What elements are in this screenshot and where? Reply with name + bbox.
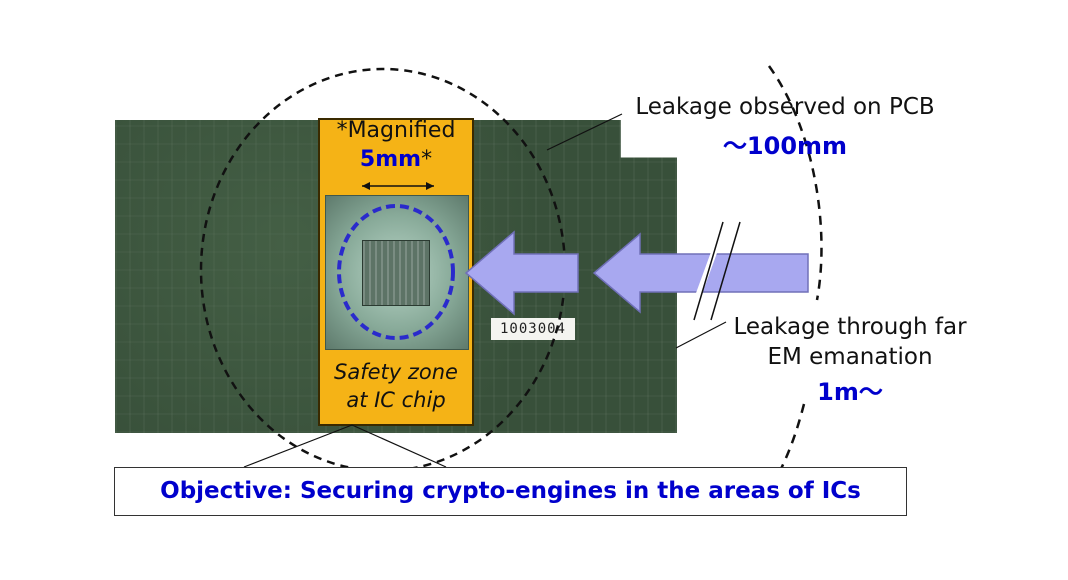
emanation-arrow-outer bbox=[592, 221, 809, 321]
objective-text: Objective: Securing crypto-engines in th… bbox=[160, 478, 861, 504]
pcb-leakage-distance: ～100mm bbox=[722, 132, 848, 160]
objective-box bbox=[114, 467, 907, 516]
magnified-size-value: 5mm bbox=[359, 147, 422, 172]
magnified-title: *Magnified bbox=[336, 118, 456, 143]
far-field-label: Leakage through far EM emanation bbox=[690, 312, 1010, 372]
safety-zone-line1: Safety zone bbox=[334, 360, 458, 384]
far-field-line2: EM emanation bbox=[767, 344, 933, 370]
pcb-leak-leader bbox=[546, 113, 623, 151]
far-leak-leader bbox=[675, 321, 727, 349]
pcb-board-label: 1003004 bbox=[491, 318, 575, 340]
magnified-size: 5mm* bbox=[320, 147, 472, 172]
magnified-size-suffix: * bbox=[421, 147, 433, 172]
objective-leader-left bbox=[243, 424, 353, 468]
ic-die bbox=[362, 240, 430, 306]
pcb-leakage-label: Leakage observed on PCB bbox=[635, 94, 935, 120]
ic-safety-circle bbox=[337, 204, 455, 340]
emanation-arrow-inner bbox=[464, 230, 579, 316]
size-indicator-arrow bbox=[362, 182, 434, 190]
objective-leader-right bbox=[351, 424, 447, 468]
far-field-distance: 1m～ bbox=[817, 378, 883, 406]
far-field-line1: Leakage through far bbox=[733, 314, 967, 340]
safety-zone-line2: at IC chip bbox=[346, 388, 446, 412]
safety-zone-label: Safety zone at IC chip bbox=[320, 358, 472, 414]
